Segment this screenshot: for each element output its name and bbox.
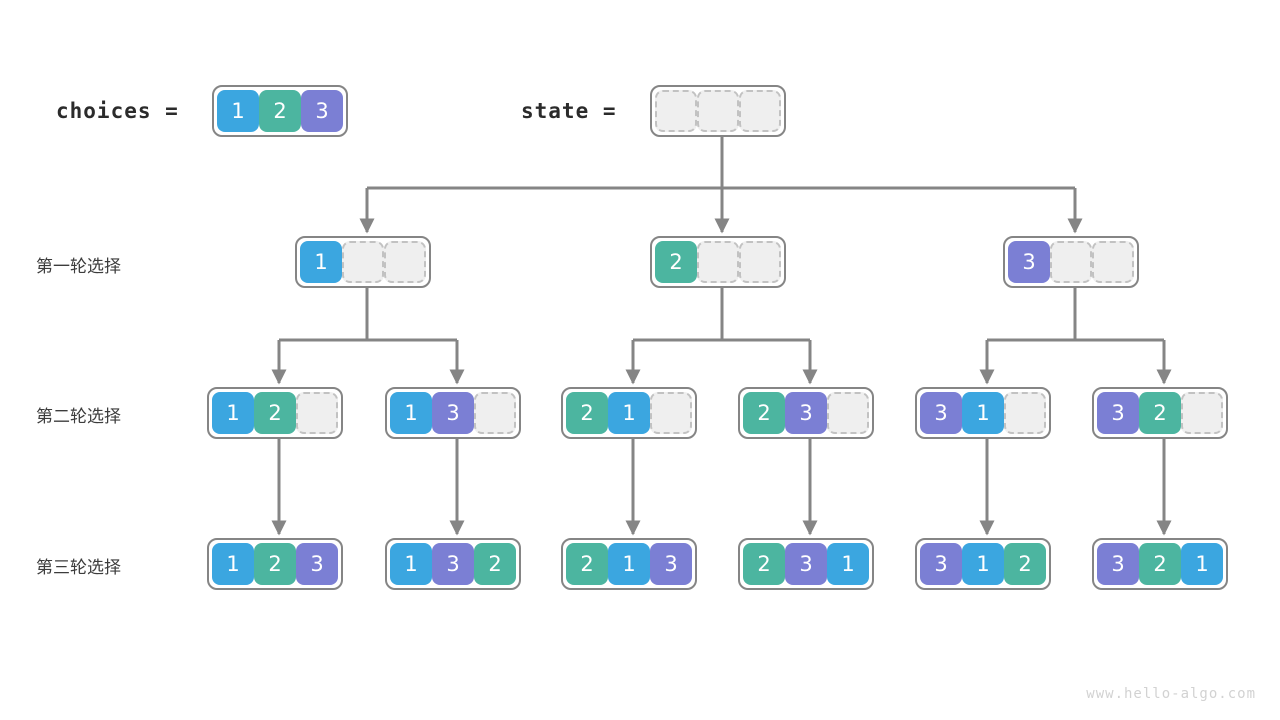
array-cell-filled: 2 <box>1004 543 1046 585</box>
array-cell-filled: 2 <box>1139 543 1181 585</box>
array-cell-filled: 2 <box>743 543 785 585</box>
array-cell-filled: 3 <box>301 90 343 132</box>
array-cell-filled: 3 <box>432 543 474 585</box>
array-cell-filled: 3 <box>296 543 338 585</box>
array-cell-filled: 3 <box>1097 543 1139 585</box>
array-cell-filled: 1 <box>827 543 869 585</box>
array-cell-filled: 1 <box>962 543 1004 585</box>
array-cell-empty <box>1050 241 1092 283</box>
array-cell-filled: 3 <box>920 392 962 434</box>
array-cell-empty <box>739 90 781 132</box>
array-cell-filled: 1 <box>608 543 650 585</box>
array-cell-empty <box>1181 392 1223 434</box>
array-cell-empty <box>697 90 739 132</box>
array-cell-filled: 1 <box>300 241 342 283</box>
state-array <box>650 85 786 137</box>
row-label-round-1: 第一轮选择 <box>36 257 121 277</box>
array-cell-filled: 3 <box>920 543 962 585</box>
tree-node: 2 <box>650 236 786 288</box>
array-cell-filled: 3 <box>1008 241 1050 283</box>
row-label-round-3: 第三轮选择 <box>36 558 121 578</box>
array-cell-filled: 2 <box>254 392 296 434</box>
array-cell-empty <box>474 392 516 434</box>
array-cell-filled: 1 <box>217 90 259 132</box>
array-cell-empty <box>655 90 697 132</box>
state-label: state = <box>521 99 617 123</box>
array-cell-filled: 3 <box>785 543 827 585</box>
array-cell-filled: 1 <box>212 543 254 585</box>
array-cell-filled: 3 <box>650 543 692 585</box>
array-cell-filled: 2 <box>655 241 697 283</box>
array-cell-filled: 1 <box>390 543 432 585</box>
array-cell-empty <box>650 392 692 434</box>
site-watermark: www.hello-algo.com <box>1086 686 1256 702</box>
array-cell-filled: 2 <box>566 392 608 434</box>
array-cell-filled: 2 <box>743 392 785 434</box>
array-cell-filled: 1 <box>212 392 254 434</box>
array-cell-filled: 3 <box>432 392 474 434</box>
array-cell-filled: 2 <box>566 543 608 585</box>
tree-node: 1 <box>295 236 431 288</box>
array-cell-filled: 1 <box>608 392 650 434</box>
array-cell-empty <box>342 241 384 283</box>
row-label-round-2: 第二轮选择 <box>36 407 121 427</box>
array-cell-empty <box>1004 392 1046 434</box>
array-cell-empty <box>1092 241 1134 283</box>
tree-node: 3 <box>1003 236 1139 288</box>
choices-label: choices = <box>56 99 179 123</box>
array-cell-empty <box>739 241 781 283</box>
array-cell-filled: 3 <box>785 392 827 434</box>
array-cell-empty <box>384 241 426 283</box>
array-cell-filled: 1 <box>1181 543 1223 585</box>
array-cell-filled: 1 <box>962 392 1004 434</box>
array-cell-filled: 1 <box>390 392 432 434</box>
array-cell-filled: 2 <box>254 543 296 585</box>
array-cell-empty <box>697 241 739 283</box>
array-cell-filled: 2 <box>259 90 301 132</box>
array-cell-filled: 3 <box>1097 392 1139 434</box>
array-cell-empty <box>827 392 869 434</box>
array-cell-empty <box>296 392 338 434</box>
array-cell-filled: 2 <box>474 543 516 585</box>
array-cell-filled: 2 <box>1139 392 1181 434</box>
